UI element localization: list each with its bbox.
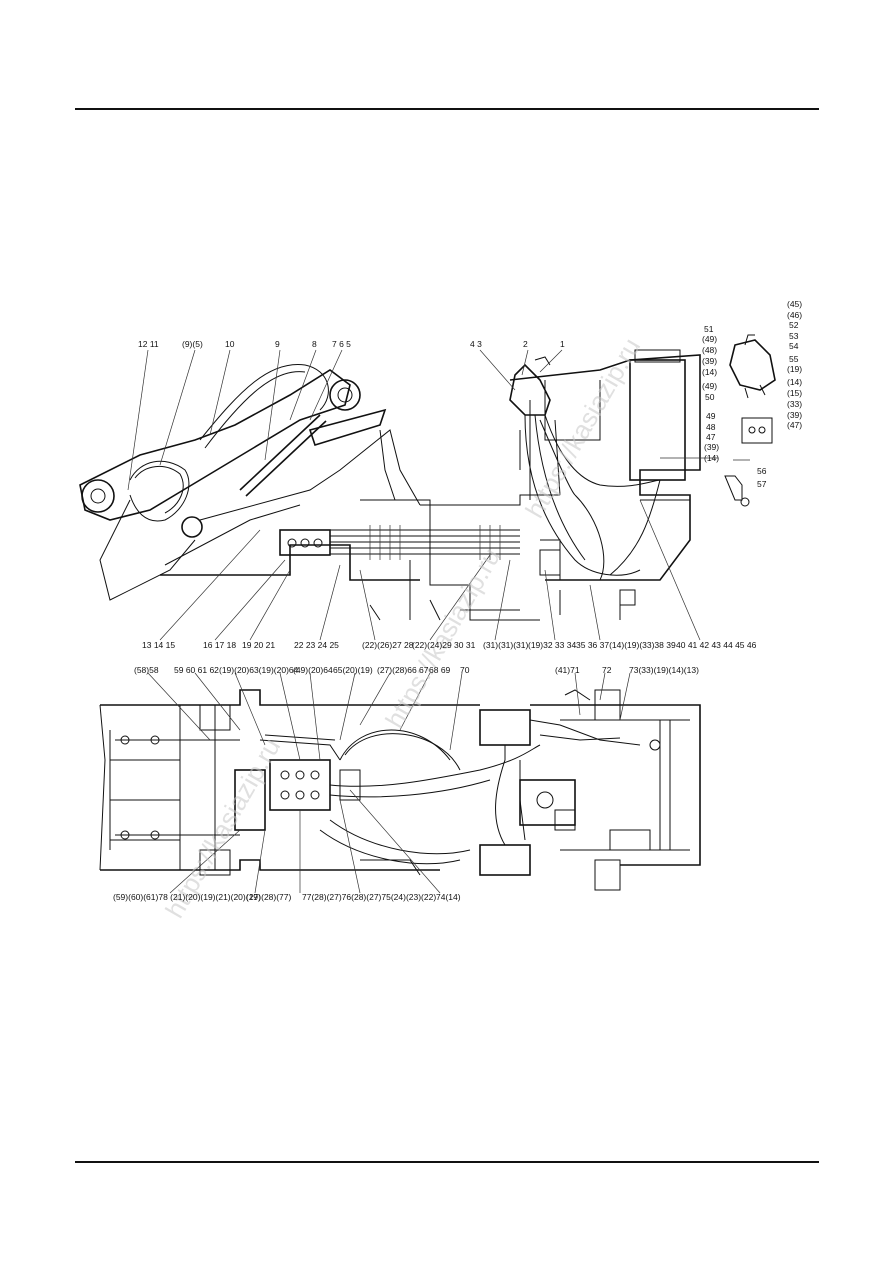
callout-19: (19) — [787, 364, 802, 374]
callout-47a: (47) — [787, 420, 802, 430]
callout-2: 2 — [523, 339, 528, 349]
plan-view-bottom-callouts: (59)(60)(61)78 (21)(20)(19)(21)(20)(19) … — [113, 892, 461, 902]
callout-14b: (14) — [787, 377, 802, 387]
watermark-1: https://kasiazip.ru — [519, 333, 646, 523]
inset-callouts: 51 (49) (48) (39) (14) (49) 50 (45) (46)… — [702, 299, 802, 489]
callout-45: (45) — [787, 299, 802, 309]
callout-22-25: 22 23 24 25 — [294, 640, 339, 650]
callout-1: 1 — [560, 339, 565, 349]
callout-49c: 49 — [706, 411, 716, 421]
callout-14c: (14) — [704, 453, 719, 463]
side-view-callouts: 12 11 (9)(5) 10 9 8 7 6 5 4 3 2 1 — [138, 339, 565, 349]
callout-19-63: (19)(20)63(19)(20)64 — [219, 665, 299, 675]
callout-27-28-66-67: (27)(28)66 67 — [377, 665, 429, 675]
callout-73: 73(33)(19)(14)(13) — [629, 665, 699, 675]
callout-4-3: 4 3 — [470, 339, 482, 349]
callout-48a: (48) — [702, 345, 717, 355]
bottom-rule — [75, 1161, 819, 1163]
callout-15: (15) — [787, 388, 802, 398]
callout-53: 53 — [789, 331, 799, 341]
callout-74: 74(14) — [436, 892, 461, 902]
callout-9-5: (9)(5) — [182, 339, 203, 349]
top-rule — [75, 108, 819, 110]
callout-16-17-18: 16 17 18 — [203, 640, 236, 650]
callout-19-20-21: 19 20 21 — [242, 640, 275, 650]
callout-7-6-5: 7 6 5 — [332, 339, 351, 349]
plan-view-top-callouts: (58)58 59 60 61 62 (19)(20)63(19)(20)64 … — [134, 665, 699, 675]
callout-46: (46) — [787, 310, 802, 320]
callout-40-46: 40 41 42 43 44 45 46 — [676, 640, 757, 650]
callout-51: 51 — [704, 324, 714, 334]
callout-49b: (49) — [702, 381, 717, 391]
callout-14a: (14) — [702, 367, 717, 377]
callout-9: 9 — [275, 339, 280, 349]
callout-27-77: (27)(28)(77) — [246, 892, 292, 902]
callout-59-78: (59)(60)(61)78 (21)(20)(19)(21)(20)(19) — [113, 892, 261, 902]
callout-58: (58)58 — [134, 665, 159, 675]
callout-77-76-75: 77(28)(27)76(28)(27)75(24)(23)(22) — [302, 892, 436, 902]
callout-13-14-15: 13 14 15 — [142, 640, 175, 650]
callout-72: 72 — [602, 665, 612, 675]
callout-41-71: (41)71 — [555, 665, 580, 675]
callout-56: 56 — [757, 466, 767, 476]
callout-68-69: 68 69 — [429, 665, 451, 675]
callout-48b: 48 — [706, 422, 716, 432]
callout-12-11: 12 11 — [138, 339, 159, 349]
callout-10: 10 — [225, 339, 235, 349]
plan-view-drawing — [99, 689, 701, 891]
callout-54: 54 — [789, 341, 799, 351]
callout-39b: (39) — [787, 410, 802, 420]
callout-57: 57 — [757, 479, 767, 489]
callout-65: 65(20)(19) — [333, 665, 373, 675]
callout-70: 70 — [460, 665, 470, 675]
callout-47b: 47 — [706, 432, 716, 442]
side-view-drawing — [79, 349, 701, 621]
callout-49a: (49) — [702, 334, 717, 344]
callout-50: 50 — [705, 392, 715, 402]
callout-22-24-29: (22)(24)29 30 31 — [412, 640, 476, 650]
callout-33: (33) — [787, 399, 802, 409]
callout-19-34: (19)32 33 34 — [528, 640, 576, 650]
middle-row-callouts: 13 14 15 16 17 18 19 20 21 22 23 24 25 (… — [142, 640, 757, 650]
callout-49-20-64: (49)(20)64 — [293, 665, 333, 675]
callout-31: (31)(31)(31) — [483, 640, 529, 650]
plan-view-leaders — [147, 672, 631, 894]
callout-8: 8 — [312, 339, 317, 349]
callout-55: 55 — [789, 354, 799, 364]
callout-35-39: 35 36 37(14)(19)(33)38 39 — [576, 640, 676, 650]
side-view-leaders — [127, 349, 701, 641]
callout-39a: (39) — [702, 356, 717, 366]
callout-59-62: 59 60 61 62 — [174, 665, 219, 675]
callout-22-28: (22)(26)27 28 — [362, 640, 414, 650]
callout-52: 52 — [789, 320, 799, 330]
joystick-detail-inset — [660, 334, 776, 507]
callout-39c: (39) — [704, 442, 719, 452]
